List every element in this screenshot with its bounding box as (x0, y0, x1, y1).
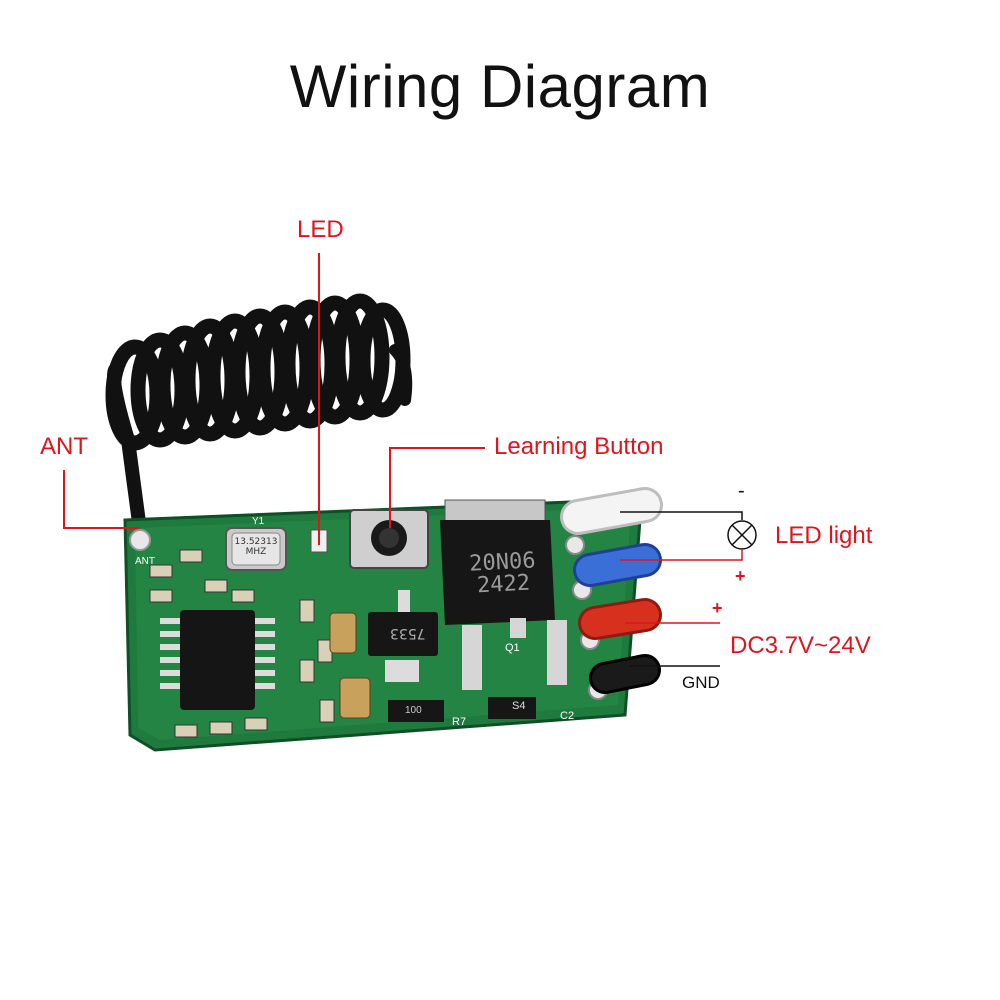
silk-c2: C2 (560, 710, 575, 722)
pcb-board (123, 498, 642, 752)
learning-button-label: Learning Button (494, 433, 664, 460)
crystal-unit-text: MHZ (245, 547, 267, 557)
page-title: Wiring Diagram (289, 53, 711, 120)
dc-voltage-label: DC3.7V~24V (730, 632, 871, 659)
regulator-marking: 7533 (390, 625, 426, 641)
red-wire (581, 601, 659, 637)
ant-leader-line (63, 470, 140, 529)
crystal-marking: 13.52313 MHZ (234, 537, 278, 557)
white-wire (563, 490, 660, 532)
dc-plus-sign-label: + (712, 598, 723, 618)
silk-y1: Y1 (252, 516, 265, 527)
led-label: LED (297, 216, 344, 243)
silk-100: 100 (405, 705, 422, 716)
led-plus-sign-label: + (735, 566, 746, 586)
gnd-label: GND (682, 673, 720, 692)
callout-lines (63, 253, 743, 667)
led-light-minus-line (620, 511, 743, 520)
ic-chip (180, 610, 255, 710)
crystal-frequency-text: 13.52313 (234, 537, 278, 547)
led-light-label: LED light (775, 522, 873, 549)
silk-s4: S4 (512, 700, 526, 712)
ant-label: ANT (40, 433, 88, 460)
black-wire (592, 657, 658, 691)
antenna-coil (105, 293, 413, 537)
silk-r7: R7 (452, 716, 467, 728)
minus-sign-label: - (738, 480, 745, 502)
silk-ant: ANT (135, 556, 155, 567)
mosfet-marking: 20N06 2422 (457, 548, 549, 598)
mosfet-component (440, 499, 567, 690)
regulator-chip (368, 612, 438, 656)
led-light-plus-line (620, 550, 743, 561)
learning-button-leader-line (389, 447, 485, 528)
wires (560, 487, 663, 694)
silk-q1: Q1 (505, 642, 520, 654)
blue-wire (576, 546, 659, 584)
lamp-symbol-icon (727, 520, 757, 550)
